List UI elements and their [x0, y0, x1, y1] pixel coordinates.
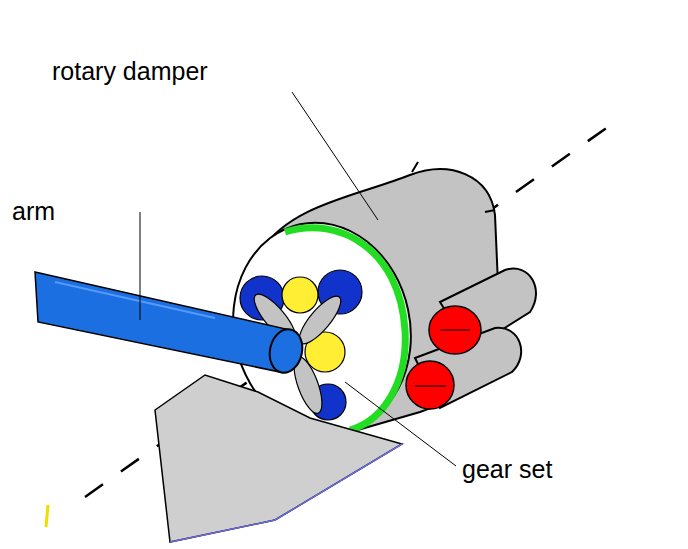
- knob-line: [415, 386, 446, 387]
- arm-tube: [35, 272, 290, 372]
- part-label: arm: [12, 198, 55, 226]
- arm-highlight: [55, 282, 215, 318]
- leader-line: [292, 92, 378, 220]
- leader-line: [140, 212, 141, 320]
- part-label: rotary damper: [52, 58, 208, 86]
- knob-line: [440, 330, 470, 331]
- mounting-bracket: [155, 375, 402, 542]
- arm-end: [266, 326, 306, 376]
- red-knob: [406, 361, 454, 409]
- bracket-edge: [170, 444, 402, 542]
- red-knob: [429, 306, 481, 354]
- yellow-mark: [46, 505, 48, 527]
- sketch-mark: [485, 210, 495, 212]
- yellow-gear: [282, 277, 318, 313]
- sketch-mark: [412, 162, 418, 172]
- green-ring: [285, 228, 405, 430]
- leader-line: [345, 382, 456, 466]
- part-label: gear set: [462, 456, 552, 484]
